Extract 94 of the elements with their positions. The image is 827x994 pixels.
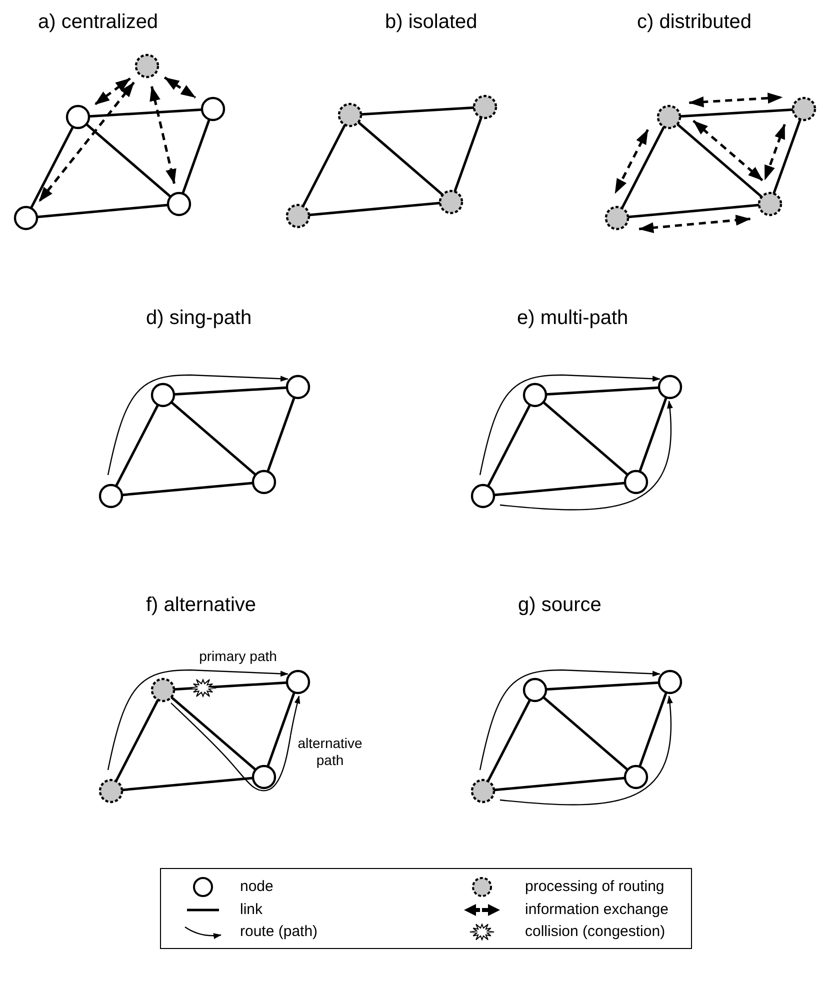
processing-node xyxy=(472,94,498,120)
processing-node xyxy=(286,204,310,228)
link xyxy=(638,396,668,472)
link xyxy=(302,124,346,207)
network-node xyxy=(658,374,682,400)
information-exchange-arrow xyxy=(764,124,786,180)
information-exchange-arrow xyxy=(638,214,751,234)
network-node xyxy=(252,470,276,494)
processing-node xyxy=(150,678,176,702)
link xyxy=(628,204,760,218)
panel-title: g) source xyxy=(518,593,602,617)
route-arrow xyxy=(170,696,300,792)
link xyxy=(454,116,482,192)
information-exchange-arrow xyxy=(688,92,783,108)
panel-title: d) sing-path xyxy=(146,306,252,330)
link xyxy=(114,404,160,487)
link xyxy=(772,118,802,194)
network-node xyxy=(252,764,276,790)
link xyxy=(86,123,172,198)
network-node xyxy=(200,96,226,122)
link xyxy=(486,699,532,782)
network-node xyxy=(150,382,176,408)
network-node xyxy=(624,764,648,790)
link xyxy=(36,204,168,218)
processing-node xyxy=(758,192,782,216)
route-arrow xyxy=(479,669,660,770)
information-exchange-arrow xyxy=(150,86,176,184)
link xyxy=(620,126,666,209)
link xyxy=(122,776,254,792)
processing-node xyxy=(792,96,816,122)
network-node xyxy=(14,206,38,230)
link xyxy=(88,108,202,118)
panel-title: b) isolated xyxy=(385,10,478,34)
legend-text: processing of routing xyxy=(525,877,664,897)
network-node xyxy=(98,484,124,508)
route-arrow xyxy=(500,696,673,806)
link xyxy=(170,401,256,476)
link xyxy=(174,681,288,691)
processing-node xyxy=(604,206,630,230)
information-exchange-arrow xyxy=(94,77,131,106)
link xyxy=(546,386,660,396)
network-node xyxy=(66,104,90,130)
link xyxy=(30,126,74,209)
network-node xyxy=(286,374,310,400)
link xyxy=(360,106,474,116)
network-node xyxy=(624,470,648,494)
link xyxy=(122,482,254,496)
route-arrow xyxy=(500,400,673,510)
network-node xyxy=(166,192,192,216)
route-arrow xyxy=(107,669,288,770)
processing-node xyxy=(438,190,464,214)
information-exchange-arrow xyxy=(614,129,649,194)
link xyxy=(494,776,626,792)
link xyxy=(486,404,532,487)
link xyxy=(638,692,668,768)
link xyxy=(266,396,296,472)
network-node xyxy=(522,678,548,702)
link xyxy=(546,681,660,691)
processing-node xyxy=(134,54,160,78)
link xyxy=(358,121,444,196)
information-exchange-arrow xyxy=(38,82,135,202)
link xyxy=(170,696,256,771)
processing-node xyxy=(338,102,362,128)
legend-text: route (path) xyxy=(240,922,318,942)
route-arrow xyxy=(479,374,660,476)
route-arrow xyxy=(107,374,288,476)
panel-title: f) alternative xyxy=(146,593,256,617)
information-exchange-arrow xyxy=(164,76,196,99)
link xyxy=(676,123,762,198)
link xyxy=(542,696,628,771)
legend-text: link xyxy=(240,900,263,920)
legend-text: node xyxy=(240,877,274,897)
panel-title: e) multi-path xyxy=(517,306,628,330)
network-node xyxy=(470,484,496,508)
legend-text: collision (congestion) xyxy=(525,922,666,942)
panel-title: a) centralized xyxy=(38,10,158,34)
panel-title: c) distributed xyxy=(637,10,752,34)
network-node xyxy=(286,670,310,694)
processing-node xyxy=(470,778,496,804)
legend-text: information exchange xyxy=(525,900,668,920)
link xyxy=(494,482,626,496)
link xyxy=(182,118,210,194)
link xyxy=(114,699,160,782)
link xyxy=(308,202,440,216)
link xyxy=(174,386,288,396)
information-exchange-arrow xyxy=(692,120,764,182)
edge-label: primary path xyxy=(197,648,279,664)
link xyxy=(266,692,296,768)
link xyxy=(680,108,794,118)
link xyxy=(542,401,628,476)
network-node xyxy=(658,670,682,694)
network-node xyxy=(522,382,548,408)
processing-node xyxy=(656,104,682,130)
processing-node xyxy=(98,778,124,804)
